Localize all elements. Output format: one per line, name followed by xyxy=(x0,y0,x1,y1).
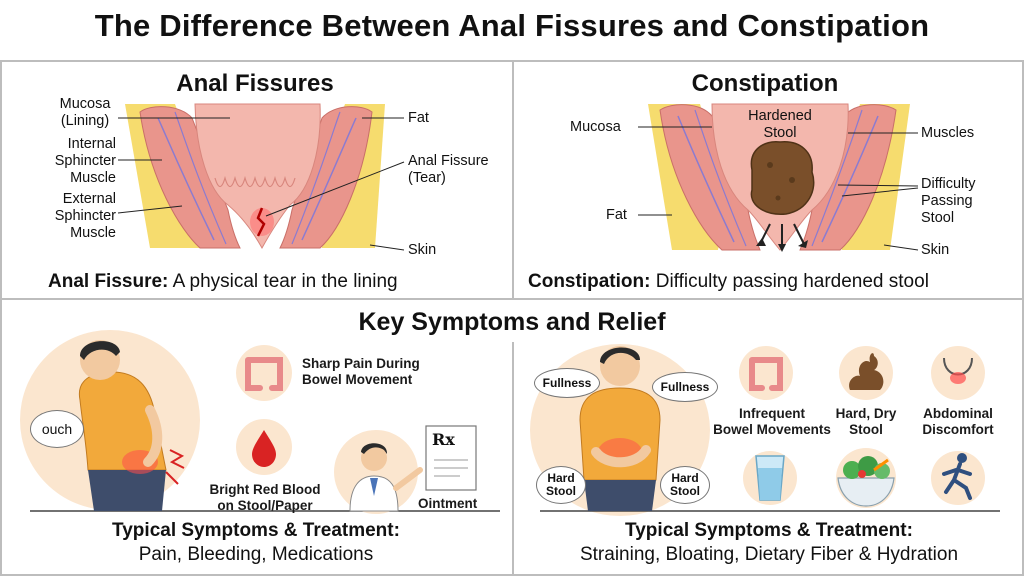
caption-text: A physical tear in the lining xyxy=(168,271,398,292)
left-footer-items: Pain, Bleeding, Medications xyxy=(138,544,374,565)
label-fat: Fat xyxy=(408,110,429,126)
hardened-stool xyxy=(750,141,815,215)
bottom-divider xyxy=(512,342,514,576)
label-external-sphincter: External Sphincter Muscle xyxy=(54,191,116,241)
label-hardened-stool: Hardened Stool xyxy=(748,108,812,141)
top-divider xyxy=(512,60,514,300)
symptom-sharp-pain: Sharp Pain During Bowel Movement xyxy=(302,356,420,387)
treatment-ointment: Ointment xyxy=(418,496,478,511)
anal-fissures-heading: Anal Fissures xyxy=(176,70,334,97)
rx-symbol: Rx xyxy=(432,430,455,449)
constipation-heading: Constipation xyxy=(691,70,839,97)
label-skin: Skin xyxy=(408,242,437,258)
label-anal-fissure: Anal Fissure (Tear) xyxy=(408,153,489,186)
fissure-tear xyxy=(256,207,266,237)
label-mucosa: Mucosa (Lining) xyxy=(59,96,111,129)
speech-bubble-fullness-2: Fullness xyxy=(652,372,718,402)
caption-term: Anal Fissure: xyxy=(48,271,169,292)
sphincter-muscle-right xyxy=(279,106,373,249)
label-internal-sphincter: Internal Sphincter Muscle xyxy=(54,136,116,186)
speech-bubble-fullness-1: Fullness xyxy=(534,368,600,398)
label-skin-c: Skin xyxy=(921,242,950,258)
anal-fissure-caption: Anal Fissure: A physical tear in the lin… xyxy=(48,271,398,293)
key-symptoms-heading: Key Symptoms and Relief xyxy=(358,308,666,336)
left-footer-title: Typical Symptoms & Treatment: xyxy=(112,520,400,541)
label-difficulty: Difficulty Passing Stool xyxy=(921,176,976,226)
page-title: The Difference Between Anal Fissures and… xyxy=(94,8,930,43)
label-fat-c: Fat xyxy=(606,207,627,223)
right-footer-items: Straining, Bloating, Dietary Fiber & Hyd… xyxy=(579,544,959,565)
symptom-hard-dry-stool: Hard, Dry Stool xyxy=(835,406,897,437)
symptom-bright-red-blood: Bright Red Blood on Stool/Paper xyxy=(209,482,321,513)
caption-text-c: Difficulty passing hardened stool xyxy=(650,271,929,292)
label-muscles: Muscles xyxy=(921,125,975,141)
speech-bubble-ouch: ouch xyxy=(30,410,84,448)
symptom-abdominal-discomfort: Abdominal Discomfort xyxy=(922,406,994,437)
symptom-infrequent: Infrequent Bowel Movements xyxy=(713,406,831,437)
right-footer-title: Typical Symptoms & Treatment: xyxy=(625,520,913,541)
sphincter-muscle-left xyxy=(139,106,241,249)
constipation-caption: Constipation: Difficulty passing hardene… xyxy=(528,271,929,293)
caption-term-c: Constipation: xyxy=(528,271,651,292)
label-mucosa-c: Mucosa xyxy=(570,119,621,135)
mucosa-lining xyxy=(194,103,321,250)
speech-bubble-hard-stool-2: Hard Stool xyxy=(660,466,710,504)
speech-bubble-hard-stool-1: Hard Stool xyxy=(536,466,586,504)
